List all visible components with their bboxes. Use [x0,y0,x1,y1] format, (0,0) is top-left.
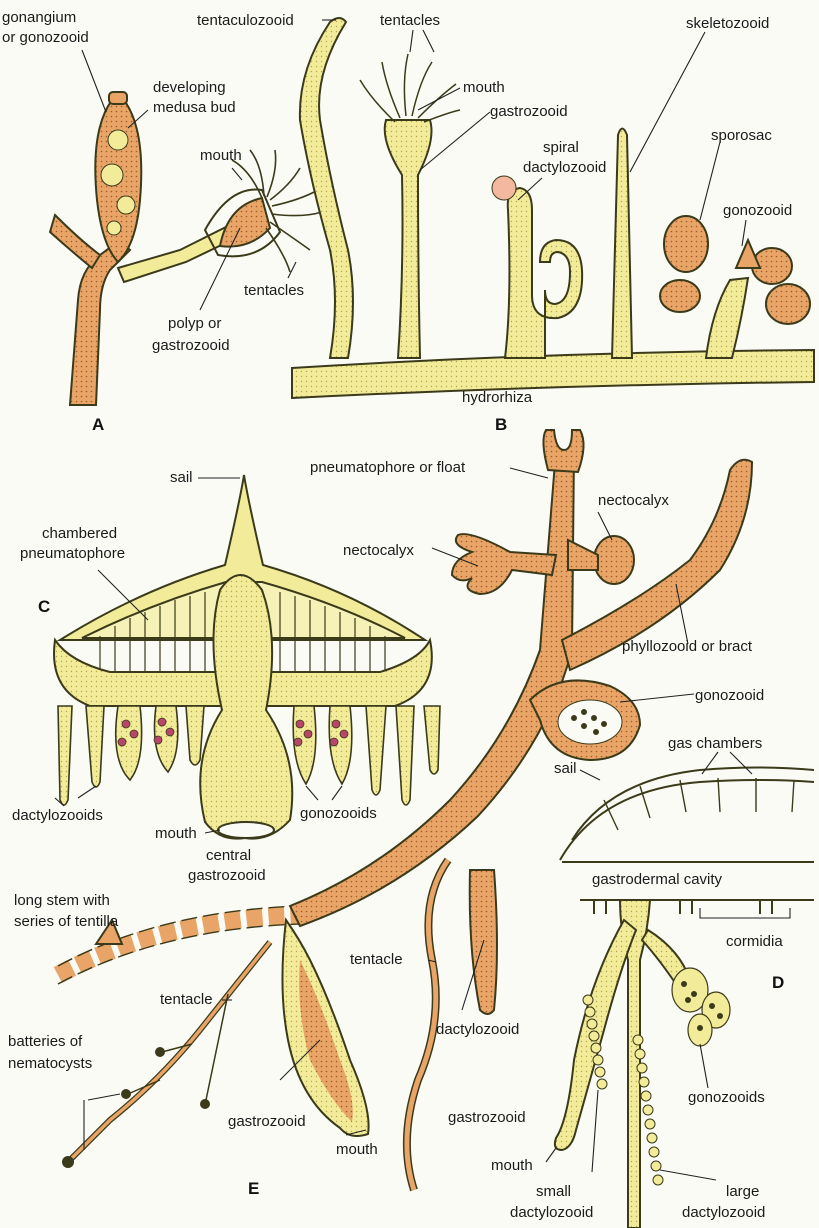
label-c-mouth: mouth [155,825,197,842]
label-d-cormidia: cormidia [726,933,783,950]
label-b-tentaculozooid: tentaculozooid [197,12,294,29]
label-e-phyllozooid: phyllozooid or bract [622,638,753,655]
label-e-nectocalyx-2: nectocalyx [343,542,414,559]
label-b-gastrozooid: gastrozooid [490,103,568,120]
panel-a-letter: A [92,415,104,434]
panel-e-letter: E [248,1179,259,1198]
label-b-gonozooid: gonozooid [723,202,792,219]
label-e-tentacle-1: tentacle [160,991,213,1008]
label-b-sporosac: sporosac [711,127,772,144]
panel-d-letter: D [772,973,784,992]
label-d-gastrozooid: gastrozooid [448,1109,526,1126]
label-b-hydrorhiza: hydrorhiza [462,389,533,406]
label-e-dactylozooid: dactylozooid [436,1021,519,1038]
panel-d-drawing [555,768,814,1228]
label-c-sail: sail [170,469,193,486]
label-e-nectocalyx-1: nectocalyx [598,492,669,509]
label-d-gastrodermal-cavity: gastrodermal cavity [592,871,723,888]
panel-a-drawing [50,92,322,405]
label-e-tentacle-2: tentacle [350,951,403,968]
label-d-mouth: mouth [491,1157,533,1174]
label-a-mouth: mouth [200,147,242,164]
label-e-gonozooid: gonozooid [695,687,764,704]
label-a-tentacles: tentacles [244,282,304,299]
label-d-sail: sail [554,760,577,777]
label-c-dactylozooids: dactylozooids [12,807,103,824]
panel-b-letter: B [495,415,507,434]
label-d-gonozooids: gonozooids [688,1089,765,1106]
label-e-pneumatophore: pneumatophore or float [310,459,466,476]
label-b-mouth: mouth [463,79,505,96]
panel-c-letter: C [38,597,50,616]
label-b-tentacles: tentacles [380,12,440,29]
panel-b: tentaculozooid tentacles mouth gastrozoo… [197,12,814,434]
panel-d: gas chambers sail gastrodermal cavity co… [448,735,814,1228]
label-e-gastrozooid: gastrozooid [228,1113,306,1130]
label-d-gas-chambers: gas chambers [668,735,762,752]
label-c-gonozooids: gonozooids [300,805,377,822]
label-e-mouth: mouth [336,1141,378,1158]
label-b-skeletozooid: skeletozooid [686,15,769,32]
